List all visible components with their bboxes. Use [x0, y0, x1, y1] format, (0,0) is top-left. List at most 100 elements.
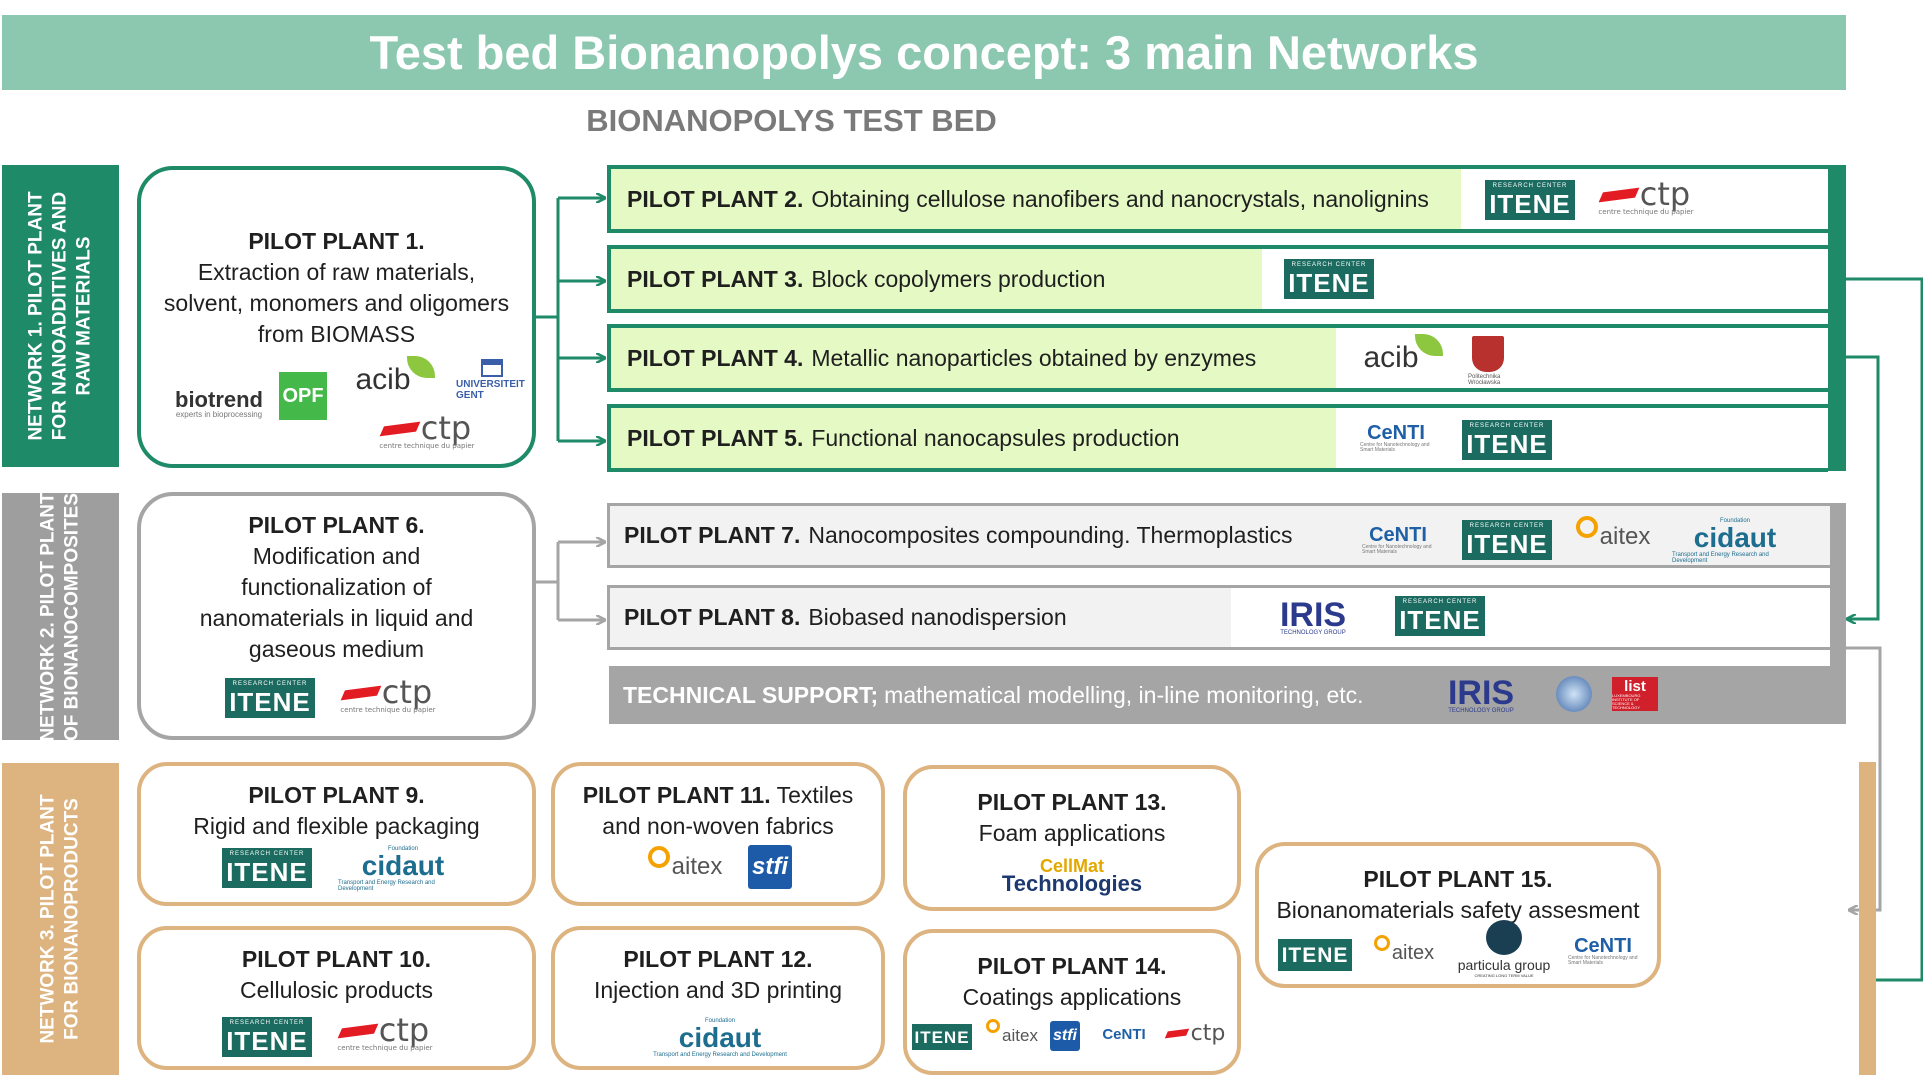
pp9-desc: Rigid and flexible packaging [193, 813, 480, 839]
universiteit-logo: UNIVERSITEIT GENT [456, 358, 528, 402]
pilot-plant-15-box: PILOT PLANT 15. Bionanomaterials safety … [1255, 842, 1661, 988]
pp15-desc: Bionanomaterials safety assesment [1276, 897, 1640, 923]
itene-logo-text: ITENE [1281, 943, 1349, 967]
cellmat-logo-text-b: Technologies [1001, 871, 1143, 897]
centi-logo-text: CeNTI [1574, 935, 1632, 957]
pp4-name: PILOT PLANT 4. [627, 344, 804, 371]
cidaut-logo-tagline: Transport and Energy Research and Develo… [653, 1052, 787, 1058]
pp3-desc: Block copolymers production [811, 265, 1106, 292]
pp12-desc: Injection and 3D printing [593, 977, 843, 1003]
cidaut-logo-tagline: Transport and Energy Research and Develo… [1672, 552, 1769, 564]
tech-support-label: TECHNICAL SUPPORT; [623, 681, 879, 708]
itene-logo-tagline: RESEARCH CENTER [1291, 262, 1367, 268]
cellmat-logo: CellMat Technologies [1001, 854, 1143, 898]
acib-logo: acib [350, 352, 440, 408]
centi-logo: CeNTI Centre for Nanotechnology and Smar… [1360, 410, 1432, 466]
pp2-desc: Obtaining cellulose nanofibers and nanoc… [811, 185, 1429, 212]
pp1-name: PILOT PLANT 1. [248, 228, 425, 254]
pilot-plant-14-box: PILOT PLANT 14. Coatings applications [903, 929, 1241, 1075]
ctp-logo: ctp centre technique du papier [372, 410, 482, 454]
ctp-mark-icon [337, 1023, 379, 1039]
network-1-end-bar [1828, 165, 1846, 471]
network-1-label: NETWORK 1. PILOT PLANT FOR NANOADDITIVES… [25, 191, 95, 441]
politechnika-logo: Politechnika Wrocławska [1468, 335, 1508, 387]
cidaut-logo-text: cidaut [361, 850, 445, 881]
pp13-name: PILOT PLANT 13. [977, 789, 1167, 815]
itene-logo: ITENE [912, 1024, 972, 1050]
ctp-logo: ctp centre technique du papier [330, 1012, 440, 1056]
pp7-name: PILOT PLANT 7. [624, 522, 801, 548]
subtitle-text: BIONANOPOLYS TEST BED [586, 103, 997, 138]
pp6-desc: Modification and functionalization of na… [199, 543, 474, 662]
centi-logo-tagline: Centre for Nanotechnology and Smart Mate… [1362, 544, 1432, 555]
iris-logo-tagline: TECHNOLOGY GROUP [1448, 707, 1514, 714]
cellmat-logo-text-a: CellMat [1039, 856, 1104, 876]
particula-logo-text: particula group [1457, 957, 1551, 973]
pp7-fill: PILOT PLANT 7.Nanocomposites compounding… [610, 506, 1830, 565]
ctp-logo-text: ctp [378, 1011, 430, 1050]
centi-logo-tagline: Centre for Nanotechnology and Smart Mate… [1360, 442, 1430, 453]
biotrend-logo-text: biotrend [175, 387, 263, 412]
cidaut-logo-text: cidaut [678, 1022, 762, 1053]
pilot-plant-13-box: PILOT PLANT 13. Foam applications [903, 765, 1241, 911]
itene-logo-tagline: RESEARCH CENTER [1402, 599, 1478, 605]
itene-logo-text: ITENE [914, 1027, 970, 1047]
stfi-logo-text: stfi [752, 853, 788, 880]
aitex-logo-text: aitex [1391, 941, 1435, 964]
cidaut-logo: Foundation cidaut Transport and Energy R… [1672, 518, 1798, 564]
stfi-logo: stfi [1050, 1021, 1080, 1051]
aitex-logo: aitex [1566, 512, 1660, 562]
network-1-band: NETWORK 1. PILOT PLANT FOR NANOADDITIVES… [2, 165, 119, 467]
pilot-plant-9-box: PILOT PLANT 9. Rigid and flexible packag… [137, 762, 536, 906]
aitex-logo: aitex [638, 842, 732, 892]
itene-logo-text: ITENE [226, 857, 308, 887]
ctp-mark-icon [1164, 1029, 1189, 1039]
particula-dot-icon [1486, 920, 1522, 955]
pilot-plant-11-box: PILOT PLANT 11. Textiles and non-woven f… [551, 762, 885, 906]
particula-logo-tagline: CREATING LONG TERM VALUE [1474, 973, 1534, 978]
ctp-logo: ctp [1160, 1016, 1232, 1052]
pp8-fill: PILOT PLANT 8.Biobased nanodispersion [610, 588, 1231, 647]
centi-logo-tagline: Centre for Nanotechnology and Smart Mate… [1568, 955, 1638, 966]
network-3-band: NETWORK 3. PILOT PLANT FOR BIONANOPRODUC… [2, 763, 119, 1075]
aitex-logo-text: aitex [671, 853, 723, 880]
pp5-name: PILOT PLANT 5. [627, 424, 804, 451]
pp6-name: PILOT PLANT 6. [248, 512, 425, 538]
pilot-plant-7-bar: PILOT PLANT 7.Nanocomposites compounding… [607, 503, 1830, 568]
pp11-name: PILOT PLANT 11. [582, 782, 771, 808]
pilot-plant-4-bar: PILOT PLANT 4.Metallic nanoparticles obt… [607, 324, 1828, 392]
iris-logo-tagline: TECHNOLOGY GROUP [1280, 629, 1346, 636]
biotrend-logo-tagline: experts in bioprocessing [175, 410, 263, 419]
pp15-name: PILOT PLANT 15. [1363, 866, 1553, 892]
ctp-logo-tagline: centre technique du papier [379, 442, 475, 451]
aitex-logo: aitex [980, 1018, 1044, 1054]
pp4-fill: PILOT PLANT 4.Metallic nanoparticles obt… [611, 328, 1336, 388]
stfi-logo-text: stfi [1053, 1027, 1077, 1044]
cidaut-logo-tagline: Transport and Energy Research and Develo… [338, 880, 435, 892]
network-2-band: NETWORK 2. PILOT PLANT OF BIONANOCOMPOSI… [2, 492, 119, 741]
iris-logo: IRIS TECHNOLOGY GROUP [1426, 674, 1536, 718]
pilot-plant-6-box: PILOT PLANT 6. Modification and function… [137, 492, 536, 740]
pp8-name: PILOT PLANT 8. [624, 604, 801, 630]
itene-logo-text: ITENE [229, 687, 311, 717]
itene-logo-tagline: RESEARCH CENTER [1492, 183, 1568, 189]
pp5-fill: PILOT PLANT 5.Functional nanocapsules pr… [611, 408, 1336, 468]
centi-logo-text: CeNTI [1367, 422, 1425, 444]
itene-logo-text: ITENE [1466, 529, 1548, 559]
spiral-icon [986, 1019, 1001, 1033]
ctp-logo-text: ctp [420, 409, 472, 448]
pilot-plant-5-bar: PILOT PLANT 5.Functional nanocapsules pr… [607, 404, 1828, 472]
iris-logo: IRIS TECHNOLOGY GROUP [1258, 596, 1368, 640]
itene-logo: ITENE [1278, 939, 1352, 971]
itene-logo-text: ITENE [1288, 268, 1370, 298]
pp9-name: PILOT PLANT 9. [248, 782, 425, 808]
leaf-icon [406, 356, 435, 378]
pilot-plant-10-box: PILOT PLANT 10. Cellulosic products [137, 926, 536, 1070]
technical-support-bar: TECHNICAL SUPPORT; mathematical modellin… [609, 666, 1846, 724]
cidaut-logo-top: Foundation [1719, 518, 1751, 524]
